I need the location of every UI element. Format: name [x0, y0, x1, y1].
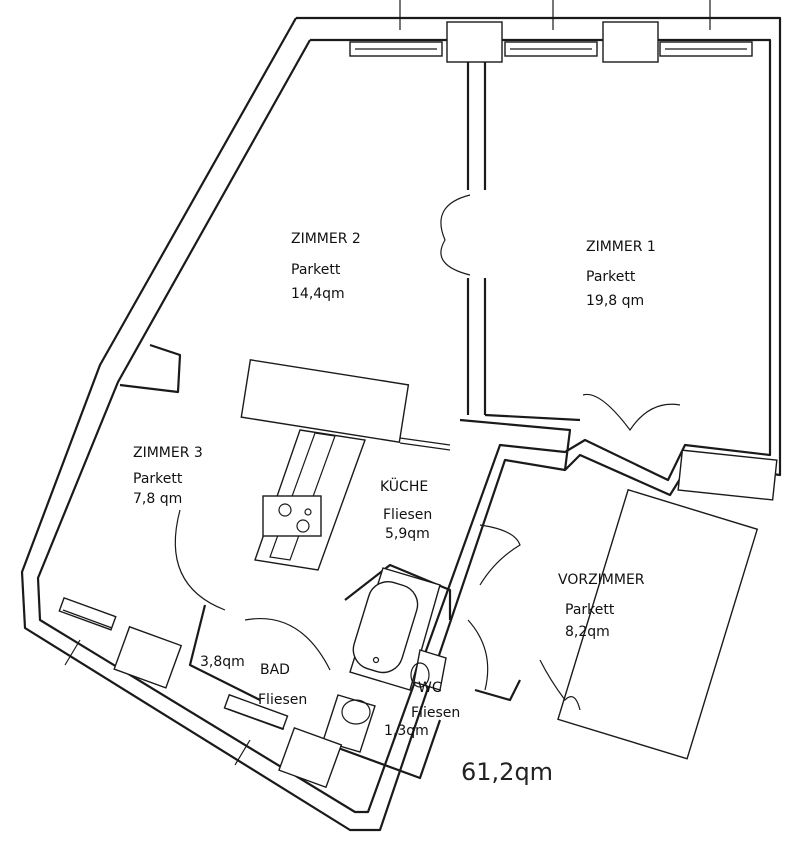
room-floor: Parkett [133, 471, 183, 487]
room-floor: Parkett [565, 602, 615, 618]
room-name: BAD [260, 662, 290, 678]
total-area: 61,2qm [461, 758, 553, 786]
left-windows [58, 488, 759, 789]
room-name: ZIMMER 3 [133, 445, 203, 461]
bath-fixtures [322, 567, 447, 753]
room-name: ZIMMER 2 [291, 231, 361, 247]
room-name: ZIMMER 1 [586, 239, 656, 255]
room-floor: Parkett [586, 269, 636, 285]
room-bad: 3,8qm BAD Fliesen [200, 654, 307, 708]
interior-walls [119, 62, 778, 780]
room-area: 14,4qm [291, 286, 345, 302]
kitchen-counter [254, 429, 366, 571]
room-area: 19,8 qm [586, 293, 644, 309]
room-area: 8,2qm [565, 624, 610, 640]
room-wc: WC Fliesen 1,3qm [384, 680, 460, 739]
room-area: 1,3qm [384, 723, 429, 739]
room-floor: Parkett [291, 262, 341, 278]
room-zimmer-2: ZIMMER 2 Parkett 14,4qm [291, 231, 361, 302]
room-area: 5,9qm [385, 526, 430, 542]
room-name: WC [418, 680, 442, 696]
room-floor: Fliesen [383, 507, 432, 523]
room-kueche: KÜCHE Fliesen 5,9qm [380, 477, 432, 542]
room-vorzimmer: VORZIMMER Parkett 8,2qm [558, 572, 645, 640]
room-area: 7,8 qm [133, 491, 182, 507]
room-zimmer-3: ZIMMER 3 Parkett 7,8 qm [133, 445, 203, 507]
room-name: VORZIMMER [558, 572, 645, 588]
room-zimmer-1: ZIMMER 1 Parkett 19,8 qm [586, 239, 656, 309]
room-floor: Fliesen [411, 705, 460, 721]
room-floor: Fliesen [258, 692, 307, 708]
room-area: 3,8qm [200, 654, 245, 670]
doors [174, 194, 681, 711]
room-name: KÜCHE [380, 477, 428, 495]
top-windows [349, 0, 753, 63]
